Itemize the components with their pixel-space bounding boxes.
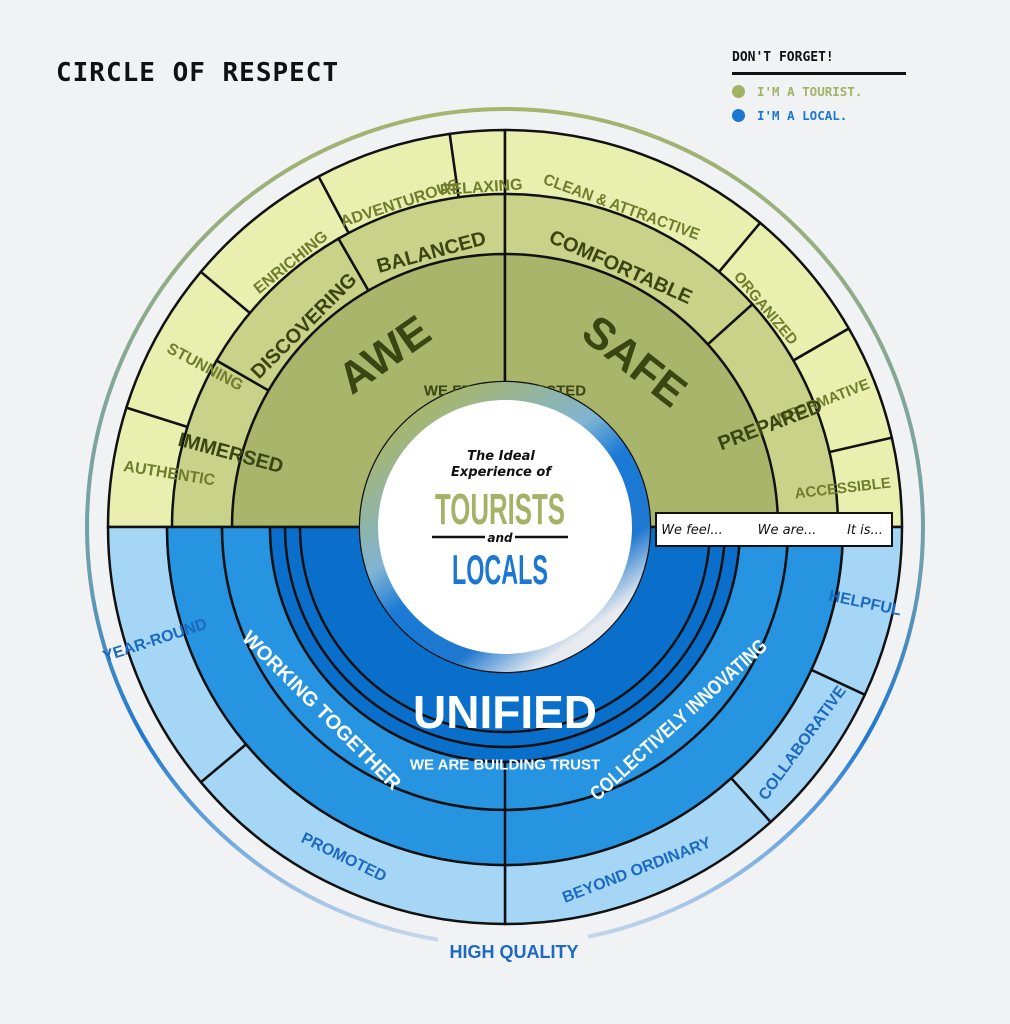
center-tourists: TOURISTS [435,485,565,534]
legend-label-tourist: I'M A TOURIST. [757,84,863,99]
legend-item-local: I'M A LOCAL. [732,108,906,123]
center-line1: The Ideal [467,449,535,464]
tourist-dot-icon [732,85,745,98]
outer-label: HIGH QUALITY [450,942,579,962]
key-feel: We feel... [661,523,723,538]
legend-heading: DON'T FORGET! [732,50,906,75]
center-line2: Experience of [451,465,553,480]
local-feel-label-unified: UNIFIED [413,686,597,738]
page-title: CIRCLE OF RESPECT [56,58,340,88]
center-circle [378,400,632,654]
legend: DON'T FORGET! I'M A TOURIST. I'M A LOCAL… [732,50,906,123]
legend-label-local: I'M A LOCAL. [757,108,848,123]
outer-ring-gap [438,930,588,966]
key-strip [655,512,893,547]
local-feel-line-1 [298,525,712,734]
local-feel-line-2 [283,525,727,749]
key-is: It is... [847,523,883,538]
center-locals: LOCALS [452,546,548,593]
center-and: and [487,531,513,545]
legend-item-tourist: I'M A TOURIST. [732,84,906,99]
key-are: We are... [758,523,817,538]
local-dot-icon [732,109,745,122]
local-inner-label: WE ARE BUILDING TRUST [410,757,600,774]
tourist-is-label-relaxing: RELAXING [439,176,523,199]
